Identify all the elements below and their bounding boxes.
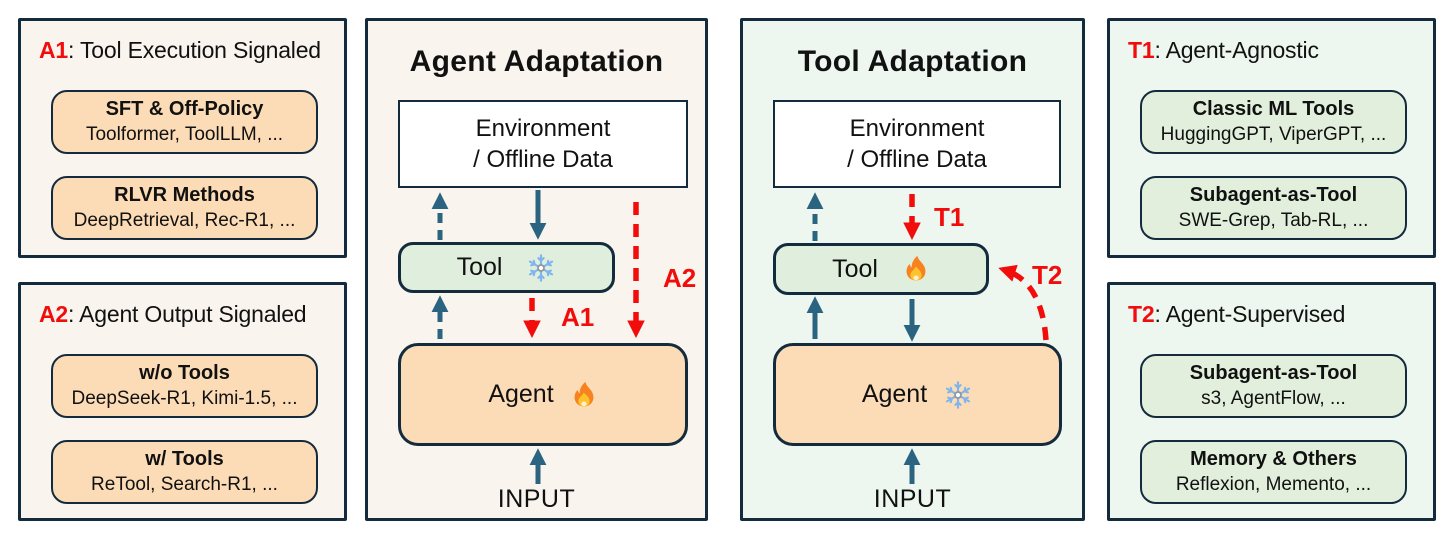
- method-card-classic-ml-tools: Classic ML Tools HuggingGPT, ViperGPT, .…: [1140, 90, 1407, 154]
- card-title: w/o Tools: [139, 362, 230, 384]
- card-methods: s3, AgentFlow, ...: [1201, 387, 1346, 409]
- tool-label: Tool: [456, 253, 503, 281]
- panel-heading: T2: Agent-Supervised: [1128, 301, 1425, 328]
- method-card-subagent-as-tool: Subagent-as-Tool s3, AgentFlow, ...: [1140, 354, 1407, 418]
- card-title: w/ Tools: [145, 448, 224, 470]
- tag-t1: T1: [1128, 37, 1155, 63]
- snowflake-icon: [944, 380, 972, 409]
- environment-box: Environment / Offline Data: [398, 100, 688, 188]
- tag-a2: A2: [39, 301, 69, 327]
- fire-icon: [574, 381, 594, 407]
- panel-a1-tool-execution-signaled: A1: Tool Execution Signaled SFT & Off-Po…: [18, 18, 347, 258]
- agent-adaptation-diagram: Agent Adaptation Environment / Offline D…: [365, 18, 708, 521]
- card-methods: SWE-Grep, Tab-RL, ...: [1178, 209, 1369, 231]
- tool-label: Tool: [832, 254, 878, 283]
- card-methods: Toolformer, ToolLLM, ...: [85, 123, 284, 145]
- input-label: INPUT: [873, 485, 952, 513]
- environment-line2: / Offline Data: [847, 146, 987, 173]
- heading-text: : Tool Execution Signaled: [68, 37, 321, 63]
- label-t1: T1: [934, 202, 965, 232]
- agent-box: Agent: [773, 343, 1062, 446]
- card-methods: HuggingGPT, ViperGPT, ...: [1160, 123, 1387, 145]
- environment-line1: Environment: [475, 114, 611, 142]
- method-card-rlvr-methods: RLVR Methods DeepRetrieval, Rec-R1, ...: [51, 176, 318, 240]
- method-card-subagent-as-tool: Subagent-as-Tool SWE-Grep, Tab-RL, ...: [1140, 176, 1407, 240]
- environment-line1: Environment: [849, 114, 985, 142]
- method-card-memory-and-others: Memory & Others Reflexion, Memento, ...: [1140, 440, 1407, 504]
- card-title: SFT & Off-Policy: [105, 98, 264, 120]
- tag-a1: A1: [39, 37, 69, 63]
- diagram-title: Agent Adaptation: [409, 45, 664, 78]
- tag-t2: T2: [1128, 301, 1155, 327]
- tool-box: Tool: [773, 243, 989, 295]
- method-card-sft-off-policy: SFT & Off-Policy Toolformer, ToolLLM, ..…: [51, 90, 318, 154]
- agent-box: Agent: [398, 343, 688, 446]
- method-card-wo-tools: w/o Tools DeepSeek-R1, Kimi-1.5, ...: [51, 354, 318, 418]
- label-a1: A1: [561, 302, 595, 332]
- card-methods: DeepRetrieval, Rec-R1, ...: [73, 209, 296, 231]
- card-title: RLVR Methods: [114, 184, 255, 206]
- card-title: Subagent-as-Tool: [1189, 184, 1358, 206]
- panel-heading: A2: Agent Output Signaled: [39, 301, 336, 328]
- tool-adaptation-diagram: Tool Adaptation Environment / Offline Da…: [740, 18, 1085, 521]
- heading-text: : Agent-Agnostic: [1154, 37, 1319, 63]
- label-t2: T2: [1032, 260, 1063, 290]
- agent-label: Agent: [861, 380, 928, 408]
- panel-t2-agent-supervised: T2: Agent-Supervised Subagent-as-Tool s3…: [1107, 282, 1436, 521]
- agent-label: Agent: [488, 380, 554, 408]
- tool-box: Tool: [398, 242, 615, 293]
- environment-line2: / Offline Data: [473, 146, 613, 173]
- card-title: Subagent-as-Tool: [1189, 362, 1358, 384]
- method-card-w-tools: w/ Tools ReTool, Search-R1, ...: [51, 440, 318, 504]
- card-title: Classic ML Tools: [1192, 98, 1355, 120]
- card-title: Memory & Others: [1190, 448, 1357, 470]
- card-methods: DeepSeek-R1, Kimi-1.5, ...: [71, 387, 298, 409]
- diagram-title: Tool Adaptation: [797, 45, 1028, 78]
- card-methods: Reflexion, Memento, ...: [1175, 473, 1372, 495]
- label-a2: A2: [663, 263, 697, 293]
- panel-a2-agent-output-signaled: A2: Agent Output Signaled w/o Tools Deep…: [18, 282, 347, 521]
- input-label: INPUT: [497, 485, 576, 513]
- card-methods: ReTool, Search-R1, ...: [91, 473, 278, 495]
- environment-box: Environment / Offline Data: [773, 100, 1061, 188]
- panel-heading: A1: Tool Execution Signaled: [39, 37, 336, 64]
- snowflake-icon: [528, 253, 555, 282]
- fire-icon: [906, 255, 926, 281]
- panel-heading: T1: Agent-Agnostic: [1128, 37, 1425, 64]
- heading-text: : Agent Output Signaled: [68, 301, 307, 327]
- heading-text: : Agent-Supervised: [1154, 301, 1346, 327]
- panel-t1-agent-agnostic: T1: Agent-Agnostic Classic ML Tools Hugg…: [1107, 18, 1436, 258]
